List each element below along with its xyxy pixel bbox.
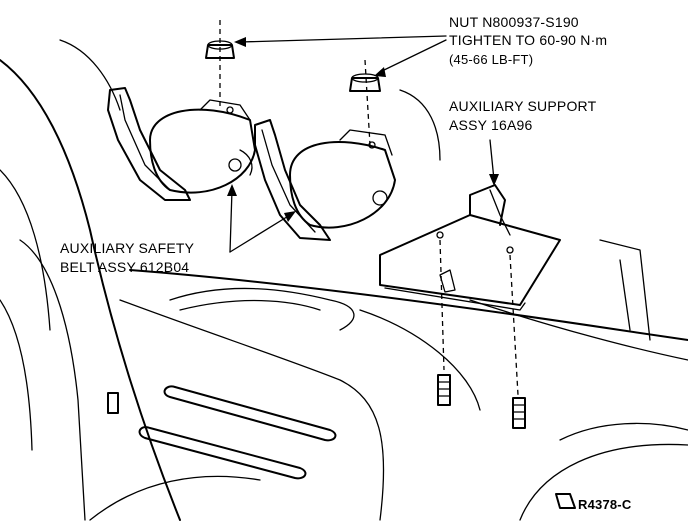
body-panel-left (0, 39, 181, 521)
belt-label-line1: AUXILIARY SAFETY (60, 240, 195, 256)
figure-code-tab (555, 493, 576, 509)
figure-code: R4378-C (578, 497, 632, 512)
leader-arrows (227, 35, 499, 253)
nut-label-line3: (45-66 LB-FT) (449, 52, 534, 67)
bolt-floor (107, 392, 119, 414)
belt-buckle-left (107, 87, 256, 201)
nut-right (349, 73, 381, 92)
nut-label-line2: TIGHTEN TO 60-90 N·m (449, 32, 608, 48)
bolt-left (437, 374, 451, 406)
support-plate (379, 184, 561, 311)
support-label-line1: AUXILIARY SUPPORT (449, 98, 597, 114)
nut-label-line1: NUT N800937-S190 (449, 14, 579, 30)
alignment-lines (219, 20, 519, 396)
floor-panel (89, 269, 688, 521)
bolt-right (512, 397, 526, 429)
belt-label-line2: BELT ASSY 612B04 (60, 259, 190, 275)
support-label-line2: ASSY 16A96 (449, 117, 533, 133)
belt-buckle-right (254, 119, 396, 241)
rear-panel (399, 89, 651, 341)
